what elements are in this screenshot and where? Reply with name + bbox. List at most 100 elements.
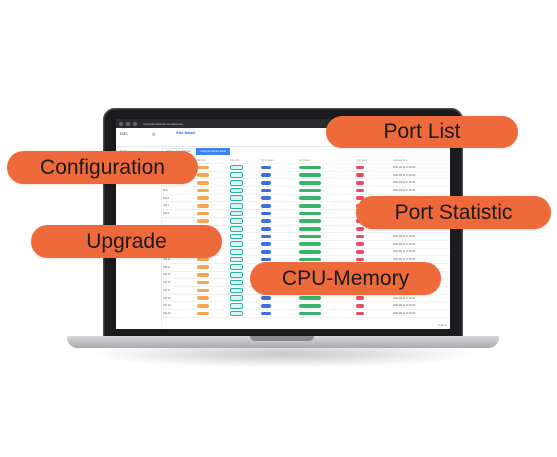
updated-time: 2022-06-11 17:29:49 <box>393 235 416 239</box>
link-status-badge <box>299 173 321 177</box>
column-header[interactable]: Sync status <box>261 158 274 162</box>
site-name: Site Name <box>176 130 196 135</box>
callout-port-statistic: Port Statistic <box>356 196 551 229</box>
sync-status-badge-cell <box>261 303 299 308</box>
link-info-badge <box>230 210 243 217</box>
table-header: Site info Link Info Sync status Link sta… <box>163 157 449 164</box>
test-result-badge <box>356 303 364 308</box>
column-header[interactable]: Updated time <box>393 158 408 162</box>
laptop-base <box>67 336 499 348</box>
link-info-badge-cell <box>230 264 261 271</box>
test-result-badge-cell <box>356 242 393 247</box>
browser-titlebar: my.besbestcloud.com/devices <box>116 119 450 128</box>
window-dot[interactable] <box>119 121 123 126</box>
site-info-badge-cell <box>197 203 230 208</box>
sync-status-badge <box>261 227 271 231</box>
sync-status-badge-cell <box>261 227 299 231</box>
address-bar[interactable]: my.besbestcloud.com/devices <box>143 121 183 126</box>
sync-status-badge-cell <box>261 242 299 247</box>
test-result-badge <box>356 311 364 316</box>
link-info-badge-cell <box>230 279 261 286</box>
link-info-badge <box>230 187 243 194</box>
site-info-badge-cell <box>197 257 230 262</box>
test-result-badge-cell <box>356 296 393 300</box>
column-header[interactable]: Link status <box>299 158 311 162</box>
site-info-badge-cell <box>197 188 230 193</box>
link-info-badge-cell <box>230 233 261 240</box>
table-row[interactable]: 2022-06-11 17:29:49 <box>163 164 449 172</box>
sync-status-badge-cell <box>261 165 299 170</box>
link-status-badge-cell <box>299 173 356 177</box>
link-status-badge-cell <box>299 242 356 247</box>
site-info-badge <box>197 273 209 277</box>
site-info-badge <box>197 173 209 177</box>
link-status-badge <box>299 211 321 216</box>
sync-status-badge-cell <box>261 180 299 185</box>
link-status-badge-cell <box>299 196 356 200</box>
window-dot[interactable] <box>126 121 130 126</box>
row-id: 100.19 <box>163 304 171 308</box>
sync-status-badge <box>261 211 271 216</box>
test-result-badge <box>356 196 364 200</box>
sync-status-badge <box>261 296 271 300</box>
link-status-badge-cell <box>299 165 356 170</box>
link-info-badge <box>230 295 243 301</box>
test-result-badge-cell <box>356 257 393 262</box>
site-info-badge <box>197 288 209 293</box>
sync-status-badge-cell <box>261 234 299 239</box>
menu-icon[interactable]: ☰ <box>152 132 156 137</box>
row-id: 100.18 <box>163 296 171 300</box>
site-info-badge-cell <box>197 265 230 270</box>
site-info-badge <box>197 303 209 308</box>
link-info-badge-cell <box>230 218 261 224</box>
sync-status-badge <box>261 180 271 185</box>
sync-status-badge <box>261 303 271 308</box>
link-status-badge <box>299 257 321 262</box>
link-status-badge-cell <box>299 211 356 216</box>
link-info-badge-cell <box>230 272 261 278</box>
sync-status-badge <box>261 257 271 262</box>
row-id: 100.16 <box>163 281 171 285</box>
table-footer: Total 20 <box>438 324 447 327</box>
test-result-badge <box>356 250 364 254</box>
site-info-badge-cell <box>197 273 230 277</box>
column-header[interactable]: Link Info <box>230 158 240 162</box>
link-status-badge <box>299 296 321 300</box>
window-dot[interactable] <box>133 121 137 126</box>
link-info-badge <box>230 172 243 178</box>
sync-status-badge <box>261 173 271 177</box>
site-info-badge <box>197 180 209 185</box>
column-header[interactable]: Site info <box>197 158 206 162</box>
link-info-badge <box>230 302 243 309</box>
link-info-badge <box>230 195 243 201</box>
site-info-badge <box>197 196 209 200</box>
link-info-badge <box>230 226 243 232</box>
test-result-badge-cell <box>356 227 393 231</box>
link-status-badge-cell <box>299 203 356 208</box>
link-info-badge <box>230 179 243 186</box>
link-status-badge <box>299 196 321 200</box>
site-info-badge-cell <box>197 280 230 285</box>
table-row[interactable]: 2022-06-11 17:29:49 <box>163 172 449 180</box>
link-info-badge-cell <box>230 310 261 317</box>
sync-status-badge <box>261 242 271 247</box>
sync-status-badge-cell <box>261 296 299 300</box>
link-status-badge <box>299 219 321 223</box>
site-info-badge-cell <box>197 180 230 185</box>
column-header[interactable]: Test result <box>356 158 367 162</box>
link-info-badge <box>230 279 243 286</box>
app-brand[interactable]: EMS <box>120 132 128 136</box>
link-info-badge-cell <box>230 187 261 194</box>
sync-status-badge <box>261 234 271 239</box>
tab-customer-device-detail[interactable]: customer device detail <box>196 147 230 155</box>
site-info-badge-cell <box>197 219 230 223</box>
laptop-notch <box>250 336 314 341</box>
link-info-badge <box>230 249 243 255</box>
link-status-badge-cell <box>299 234 356 239</box>
sync-status-badge <box>261 219 271 223</box>
